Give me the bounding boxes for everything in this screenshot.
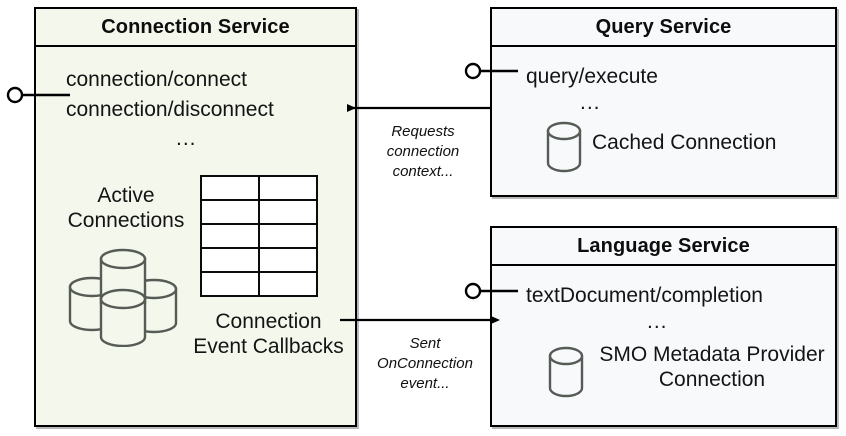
smo-metadata-provider-connection-label: SMO Metadata Provider Connection	[599, 343, 825, 391]
language-service-ellipsis: ...	[647, 310, 668, 333]
grid-cell	[200, 223, 260, 249]
query-service-title: Query Service	[492, 9, 835, 47]
grid-cell	[258, 199, 318, 225]
database-cylinder-icon	[546, 121, 582, 173]
database-cylinder-icon	[548, 346, 584, 398]
grid-cell	[258, 247, 318, 273]
edge-label-sent-onconnection-event: Sent OnConnection event...	[377, 335, 473, 392]
grid-cell	[200, 199, 260, 225]
grid-cell	[200, 175, 260, 201]
language-service-title: Language Service	[492, 228, 835, 266]
active-connections-label: Active Connections	[67, 184, 185, 232]
component-box-query-service[interactable]: Query Service query/execute ... Cached C…	[490, 7, 837, 197]
query-service-ellipsis: ...	[580, 91, 601, 114]
connection-service-ellipsis: ...	[176, 127, 197, 150]
grid-cell	[200, 271, 260, 297]
language-service-body: textDocument/completion ... SMO Metadata…	[492, 266, 835, 425]
operation-connection-connect[interactable]: connection/connect	[66, 68, 247, 91]
component-box-connection-service[interactable]: Connection Service connection/connect co…	[34, 7, 357, 427]
operation-textdocument-completion[interactable]: textDocument/completion	[526, 284, 763, 307]
connection-service-title: Connection Service	[36, 9, 355, 47]
database-stack-icon	[68, 248, 178, 347]
operation-query-execute[interactable]: query/execute	[526, 65, 658, 88]
cached-connection-label: Cached Connection	[592, 131, 777, 154]
grid-cell	[258, 223, 318, 249]
connection-event-callbacks-label: Connection Event Callbacks	[193, 310, 344, 358]
grid-cell	[258, 175, 318, 201]
operation-connection-disconnect[interactable]: connection/disconnect	[66, 98, 274, 121]
grid-cell	[258, 271, 318, 297]
connection-service-body: connection/connect connection/disconnect…	[36, 47, 355, 425]
query-service-body: query/execute ... Cached Connection	[492, 47, 835, 195]
component-box-language-service[interactable]: Language Service textDocument/completion…	[490, 226, 837, 427]
grid-cell	[200, 247, 260, 273]
edge-label-requests-connection-context: Requests connection context...	[386, 123, 460, 180]
table-grid-icon	[200, 175, 318, 297]
